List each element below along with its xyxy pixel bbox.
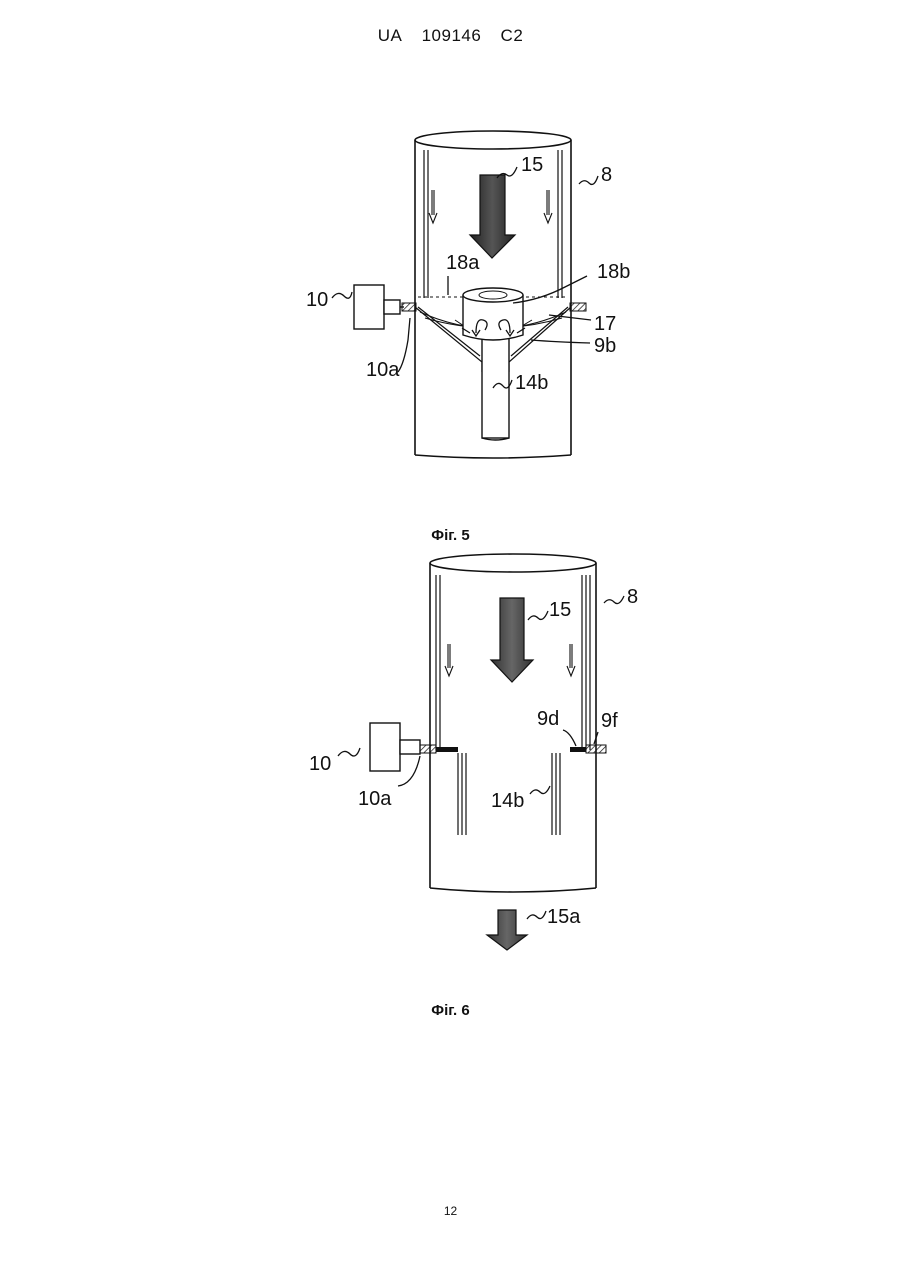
- label-10a: 10a: [358, 788, 392, 810]
- ring-left-hatched: [402, 303, 416, 311]
- label-15: 15: [549, 599, 571, 621]
- cap-18b: [463, 288, 523, 340]
- actuator-10: [370, 723, 420, 771]
- outlet-arrow-15a: [487, 910, 527, 950]
- label-18b: 18b: [597, 261, 630, 283]
- figure-5-drawing: 15 8 18a 18b 10 17 9b 10a 14b: [0, 0, 901, 520]
- plate-right-hatched-9f: [586, 745, 606, 753]
- figure-6-drawing: 15 8 9d 9f 10 10a 14b 15a: [0, 520, 901, 1000]
- flow-arrow-15: [470, 175, 515, 258]
- label-15: 15: [521, 154, 543, 176]
- figure-6-caption: Фіг. 6: [0, 1002, 901, 1019]
- plate-right-9d: [570, 747, 586, 752]
- label-10: 10: [306, 289, 328, 311]
- label-9f: 9f: [601, 710, 618, 732]
- label-18a: 18a: [446, 252, 480, 274]
- label-17: 17: [594, 313, 616, 335]
- ring-right-hatched: [570, 303, 586, 311]
- label-9d: 9d: [537, 708, 559, 730]
- label-14b: 14b: [515, 372, 548, 394]
- figure-6: 15 8 9d 9f 10 10a 14b 15a Фіг. 6: [0, 520, 901, 1000]
- label-15a: 15a: [547, 906, 581, 928]
- figure-5: 15 8 18a 18b 10 17 9b 10a 14b Фіг. 5: [0, 0, 901, 520]
- label-10: 10: [309, 753, 331, 775]
- page-number: 12: [0, 1204, 901, 1218]
- label-8: 8: [627, 586, 638, 608]
- label-9b: 9b: [594, 335, 616, 357]
- plate-left-hatched: [420, 745, 436, 753]
- label-8: 8: [601, 164, 612, 186]
- flow-arrow-15: [491, 598, 533, 682]
- actuator-10: [354, 285, 404, 329]
- label-14b: 14b: [491, 790, 524, 812]
- label-10a: 10a: [366, 359, 400, 381]
- plate-left: [436, 747, 458, 752]
